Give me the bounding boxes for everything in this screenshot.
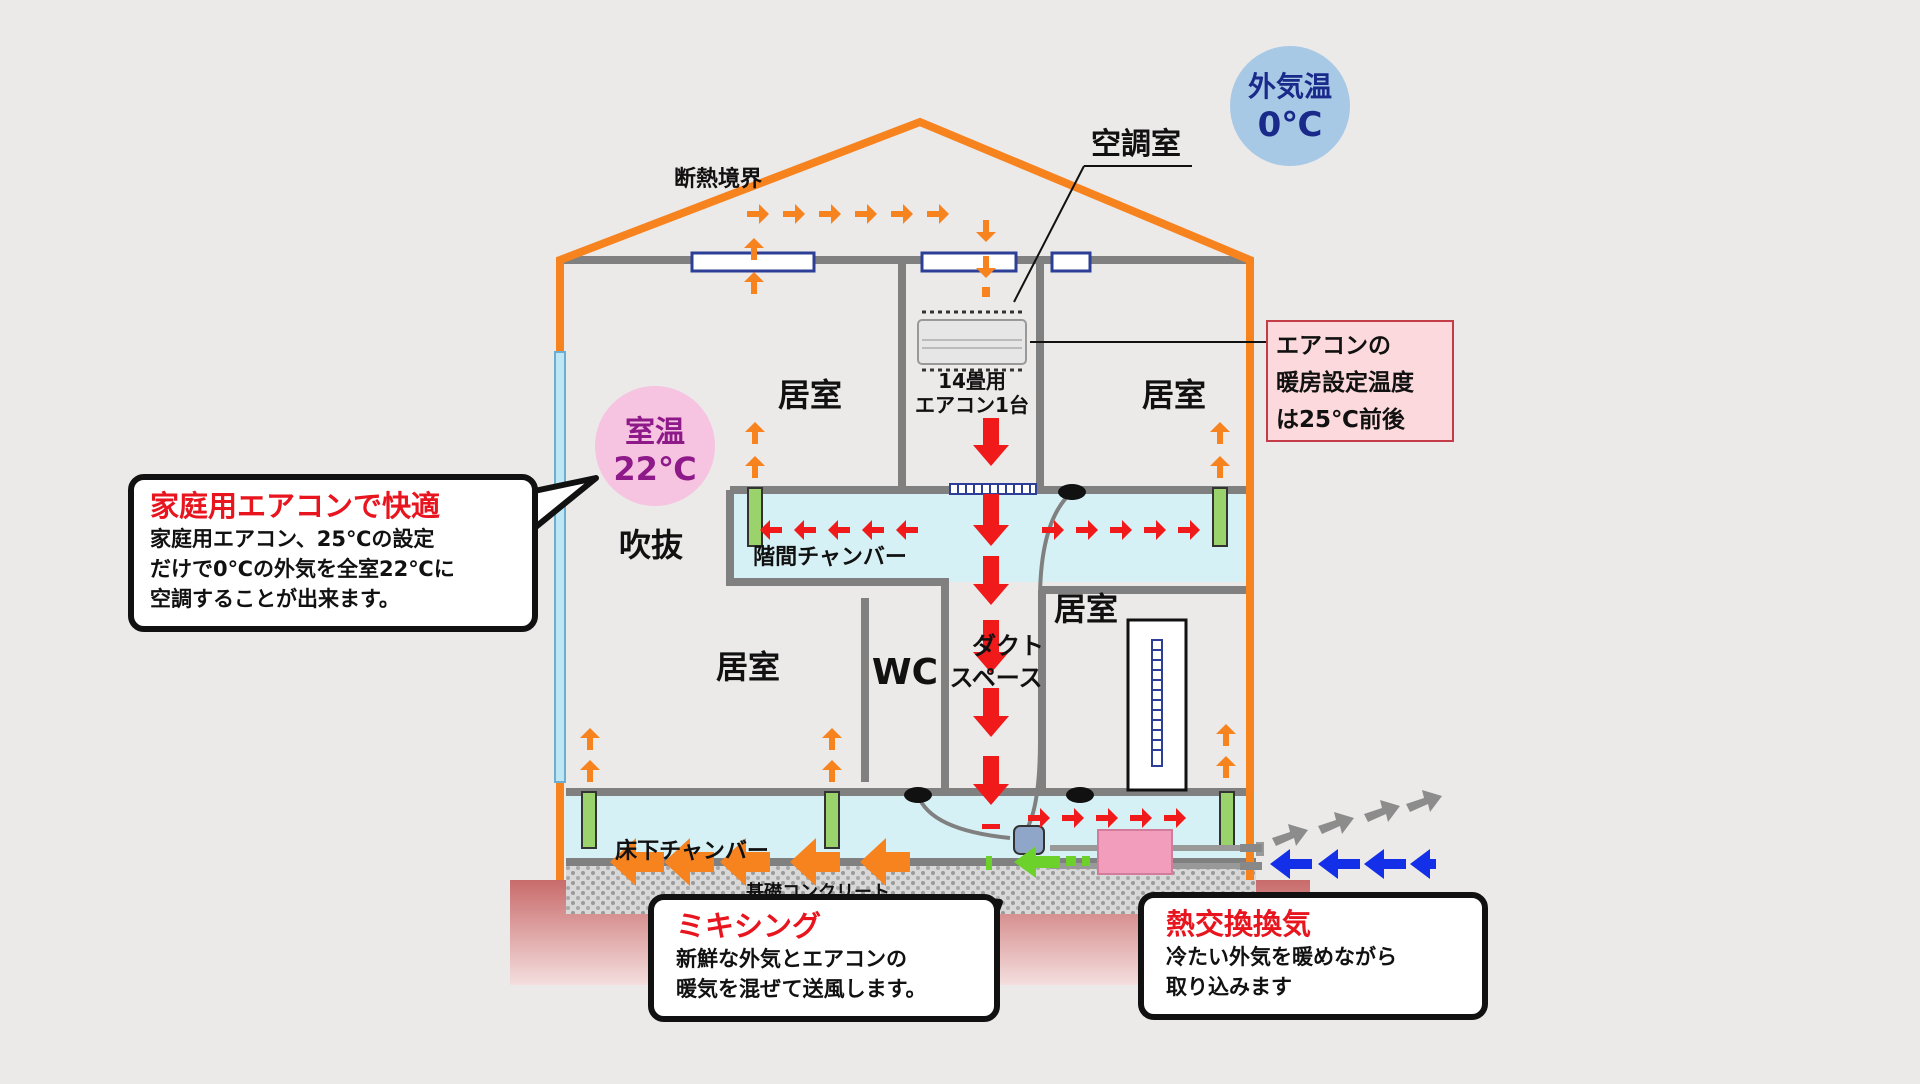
callout-heat-exchange-line: 取り込みます bbox=[1166, 975, 1292, 999]
fresh-air-flow bbox=[986, 846, 1090, 878]
duct-space-label: ダクト スペース bbox=[949, 632, 1044, 692]
floor-register bbox=[949, 483, 1037, 495]
callout-comfort-title: 家庭用エアコンで快適 bbox=[150, 489, 441, 523]
duct-airflow bbox=[973, 418, 1009, 829]
duct-outlet-lower-right bbox=[1066, 787, 1094, 803]
callout-mixing-line: 新鮮な外気とエアコンの bbox=[676, 947, 907, 971]
floor-chamber-label: 階間チャンバー bbox=[753, 545, 907, 570]
callout-mixing-line: 暖気を混ぜて送風します。 bbox=[676, 977, 927, 1001]
heat-exchanger bbox=[1097, 829, 1173, 875]
underfloor-airflow bbox=[610, 838, 910, 886]
callout-heat-exchange-title: 熱交換換気 bbox=[1166, 907, 1312, 941]
svg-text:スペース: スペース bbox=[949, 664, 1042, 692]
atrium-label: 吹抜 bbox=[619, 526, 683, 564]
attic-airflow bbox=[744, 204, 996, 297]
ceiling-vent bbox=[1050, 251, 1092, 273]
outside-temp-label: 外気温 bbox=[1248, 70, 1332, 103]
callout-heat-exchange-line: 冷たい外気を暖めながら bbox=[1166, 945, 1397, 969]
callout-comfort-line: 家庭用エアコン、25℃の設定 bbox=[150, 527, 435, 551]
callout-mixing-title: ミキシング bbox=[676, 909, 822, 943]
supply-vents bbox=[581, 487, 1235, 849]
ac-setting-line: は25℃前後 bbox=[1276, 407, 1405, 433]
room-temp-label: 室温 bbox=[625, 415, 685, 450]
callout-comfort-line: だけで0℃の外気を全室22℃に bbox=[150, 557, 455, 581]
outside-temp-value: 0℃ bbox=[1258, 105, 1323, 145]
callout-comfort-line: 空調することが出来ます。 bbox=[150, 587, 400, 611]
ac-setting-line: 暖房設定温度 bbox=[1276, 370, 1414, 396]
air-conditioner bbox=[917, 310, 1027, 372]
room-lower-left-label: 居室 bbox=[716, 648, 780, 686]
wc-label: WC bbox=[872, 652, 938, 693]
ac-setting-box: エアコンの 暖房設定温度 は25℃前後 bbox=[1266, 320, 1454, 442]
window-left bbox=[554, 351, 566, 783]
mixing-fan bbox=[1013, 825, 1045, 855]
svg-text:14畳用: 14畳用 bbox=[938, 369, 1006, 393]
room-temp-value: 22℃ bbox=[613, 450, 696, 488]
callout-mixing: ミキシング 新鮮な外気とエアコンの 暖気を混ぜて送風します。 bbox=[648, 894, 1000, 1022]
room-upper-left-label: 居室 bbox=[778, 376, 842, 414]
exhaust-air-flow bbox=[1272, 790, 1442, 846]
ac-unit-label: 14畳用 エアコン1台 bbox=[915, 369, 1029, 417]
callout-heat-exchange: 熱交換換気 冷たい外気を暖めながら 取り込みます bbox=[1138, 892, 1488, 1020]
room-upper-right-label: 居室 bbox=[1142, 376, 1206, 414]
cold-air-flow bbox=[1270, 849, 1436, 879]
ac-room-label: 空調室 bbox=[1091, 127, 1181, 162]
callout-comfort: 家庭用エアコンで快適 家庭用エアコン、25℃の設定 だけで0℃の外気を全室22℃… bbox=[128, 474, 538, 632]
underfloor-chamber-label: 床下チャンバー bbox=[615, 838, 769, 864]
room-temp-badge bbox=[595, 386, 715, 506]
insulation-boundary-label: 断熱境界 bbox=[674, 166, 762, 192]
duct-outlet-lower-left bbox=[904, 787, 932, 803]
svg-text:エアコン1台: エアコン1台 bbox=[915, 393, 1029, 417]
ac-room-leader bbox=[1013, 165, 1085, 303]
svg-text:ダクト: ダクト bbox=[972, 632, 1044, 660]
outside-temp-badge bbox=[1230, 46, 1350, 166]
ac-setting-line: エアコンの bbox=[1276, 333, 1391, 359]
ceiling-vent bbox=[920, 251, 1018, 273]
room-lower-right-label: 居室 bbox=[1054, 590, 1118, 628]
duct-outlet-upper bbox=[1058, 484, 1086, 500]
